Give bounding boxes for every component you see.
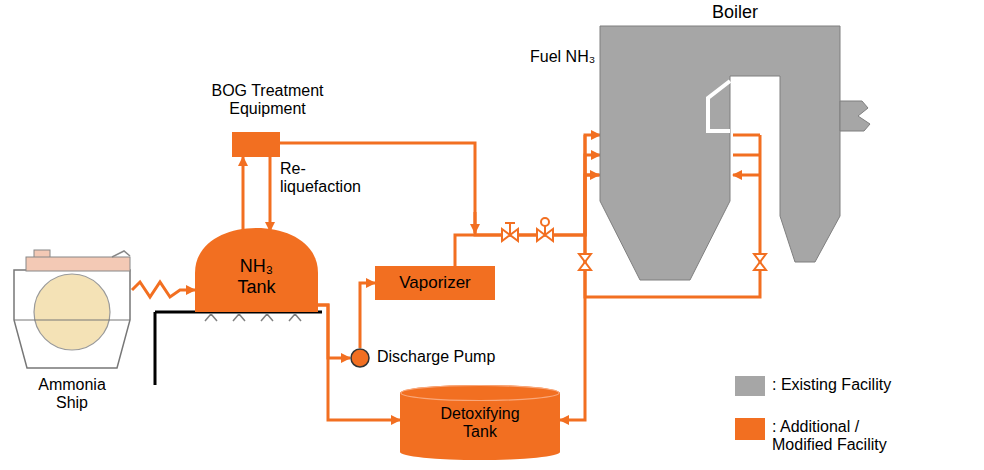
fuel-label: Fuel NH₃ [530, 48, 595, 66]
edge-label: Re- liquefaction [280, 160, 380, 197]
node-label: BOG Treatment Equipment [195, 82, 340, 119]
pipe-connector [280, 135, 600, 235]
pipe-connector [560, 175, 600, 420]
valve-symbol [502, 223, 518, 241]
valve-symbol [754, 254, 766, 270]
ammonia-tank: NH₃ Tank [195, 228, 318, 312]
legend-swatch [735, 376, 765, 396]
bog-treatment-box: BOG Treatment Equipment [195, 82, 340, 158]
pipe-connector [360, 283, 375, 348]
valve-symbol [537, 218, 553, 241]
legend-entry: : Existing Facility [735, 376, 854, 394]
boiler-outline [600, 26, 880, 285]
node-label: Vaporizer [375, 266, 495, 300]
ground-line [155, 312, 322, 385]
pipe-connector [269, 157, 272, 231]
discharge-pump-outline [350, 348, 370, 368]
vaporizer-box: Vaporizer [375, 266, 495, 300]
discharge-pump: Discharge Pump [350, 348, 520, 368]
pipe-connector [455, 155, 600, 266]
legend-entry: : Additional / Modified Facility [735, 418, 875, 455]
node-label: Ammonia Ship [32, 376, 112, 413]
ammonia-ship: Ammonia Ship [12, 250, 137, 420]
pipe-connector [318, 305, 350, 358]
burner-arrow [733, 135, 760, 175]
boiler: Boiler [600, 0, 880, 285]
pipe-connector [132, 282, 195, 297]
node-label: Detoxifying Tank [430, 405, 530, 442]
tank-supports [205, 314, 301, 321]
detoxifying-tank: Detoxifying Tank [400, 385, 560, 460]
node-label: NH₃ Tank [231, 256, 282, 297]
valve-symbol [579, 254, 591, 270]
legend-text: : Additional / Modified Facility [772, 418, 912, 455]
legend-swatch [735, 418, 765, 440]
ammonia-ship-outline [12, 250, 132, 372]
node-label: Boiler [695, 2, 775, 23]
bog-treatment-box-outline [232, 132, 280, 157]
legend-text: : Existing Facility [772, 376, 891, 394]
node-label: Discharge Pump [377, 348, 495, 366]
detoxifying-tank-outline [400, 385, 560, 460]
pipe-connector [242, 157, 245, 230]
